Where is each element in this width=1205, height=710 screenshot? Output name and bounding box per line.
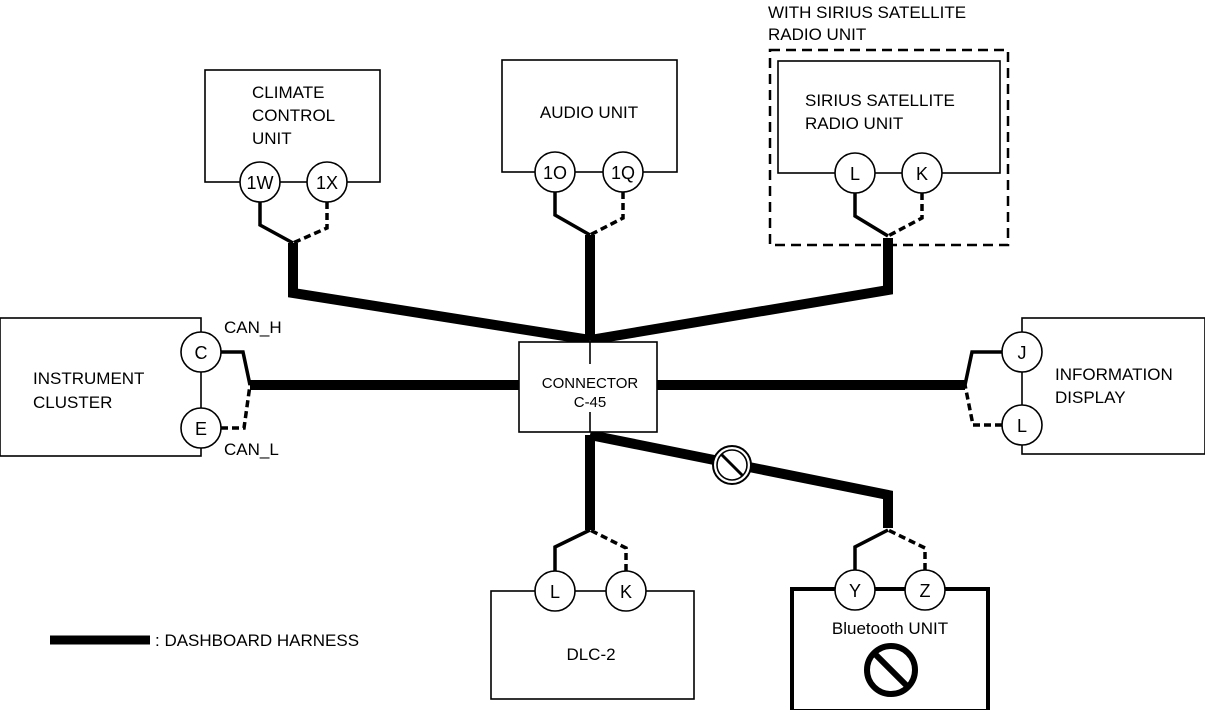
pin-1o-label: 1O (543, 163, 567, 183)
pin-1w-label: 1W (247, 173, 274, 193)
wire-can-h (853, 193, 889, 238)
bluetooth-unit: Bluetooth UNIT Y Z (790, 528, 990, 710)
pin-1x (306, 161, 348, 203)
dlc-2: DLC-2 L K (490, 528, 695, 700)
prohibited-icon (712, 445, 752, 485)
can-h-label: CAN_H (224, 318, 282, 337)
pin-j-label: J (1018, 343, 1027, 363)
pin-l (834, 152, 876, 194)
climate-label-1: CLIMATE (252, 83, 324, 102)
pin-z-label: Z (920, 581, 931, 601)
wire-can-l (589, 192, 625, 237)
instrument-label-2: CLUSTER (33, 393, 112, 412)
harness-climate (288, 243, 591, 345)
connector-label-1: CONNECTOR (542, 375, 639, 392)
pin-k-label: K (620, 582, 632, 602)
pin-k (901, 152, 943, 194)
climate-control-unit: CLIMATE CONTROL UNIT 1W 1X (204, 69, 381, 245)
instrument-cluster: INSTRUMENT CLUSTER C E CAN_H CAN_L (0, 317, 282, 459)
connector-c45: CONNECTOR C-45 (518, 341, 658, 433)
pin-y-label: Y (849, 581, 861, 601)
climate-label-2: CONTROL (252, 106, 335, 125)
wire-can-h (258, 202, 294, 245)
pin-1q-label: 1Q (611, 163, 635, 183)
wire-can-h (553, 192, 591, 237)
sirius-label-2: RADIO UNIT (805, 114, 903, 133)
info-label-2: DISPLAY (1055, 388, 1126, 407)
pin-1q (602, 151, 644, 193)
wire-can-l (589, 528, 628, 571)
climate-label-3: UNIT (252, 129, 292, 148)
wire-can-l (887, 528, 927, 570)
pin-l-label: L (1017, 416, 1027, 436)
wire-can-h (553, 528, 591, 571)
sirius-box (777, 60, 1001, 174)
pin-1o (534, 151, 576, 193)
pin-c (180, 331, 222, 373)
pin-y (834, 569, 876, 611)
pin-k (605, 570, 647, 612)
harness-sirius (589, 238, 893, 345)
audio-box (501, 59, 678, 173)
can-l-label: CAN_L (224, 440, 279, 459)
pin-z (904, 569, 946, 611)
dlc-box (490, 590, 695, 700)
wire-can-l (221, 384, 252, 430)
pin-e-label: E (195, 419, 207, 439)
wire-can-h (853, 528, 889, 570)
information-display: INFORMATION DISPLAY J L (963, 317, 1205, 455)
connector-box (518, 341, 658, 433)
pin-j (1001, 331, 1043, 373)
sirius-radio-unit: SIRIUS SATELLITE RADIO UNIT L K (777, 60, 1001, 238)
pin-l-label: L (850, 164, 860, 184)
bluetooth-label: Bluetooth UNIT (832, 619, 948, 638)
audio-label: AUDIO UNIT (540, 103, 638, 122)
wire-can-h (963, 350, 1002, 386)
pin-c-label: C (195, 343, 208, 363)
pin-e (180, 407, 222, 449)
connector-label-2: C-45 (574, 394, 607, 411)
optional-group-label-line1: WITH SIRIUS SATELLITE (768, 3, 966, 22)
harness-bluetooth (589, 430, 893, 528)
instrument-box (0, 317, 202, 457)
pin-k-label: K (916, 164, 928, 184)
optional-group-label-line2: RADIO UNIT (768, 25, 866, 44)
sirius-label-1: SIRIUS SATELLITE (805, 91, 955, 110)
wire-can-l (292, 202, 329, 245)
info-box (1021, 317, 1205, 455)
wire-can-l (887, 193, 924, 238)
instrument-label-1: INSTRUMENT (33, 369, 144, 388)
pin-1w (239, 161, 281, 203)
pin-l-label: L (550, 582, 560, 602)
pin-l (1001, 404, 1043, 446)
dlc-label: DLC-2 (566, 645, 615, 664)
prohibited-icon (864, 643, 918, 697)
climate-box (204, 69, 381, 183)
legend-label: : DASHBOARD HARNESS (155, 631, 359, 650)
bluetooth-box (790, 587, 990, 710)
legend: : DASHBOARD HARNESS (50, 631, 359, 650)
wire-can-l (963, 384, 1002, 427)
pin-l (534, 570, 576, 612)
wire-can-h (221, 350, 252, 386)
dashboard-harness (250, 235, 965, 530)
pin-1x-label: 1X (316, 173, 338, 193)
info-label-1: INFORMATION (1055, 365, 1173, 384)
audio-unit: AUDIO UNIT 1O 1Q (501, 59, 678, 237)
